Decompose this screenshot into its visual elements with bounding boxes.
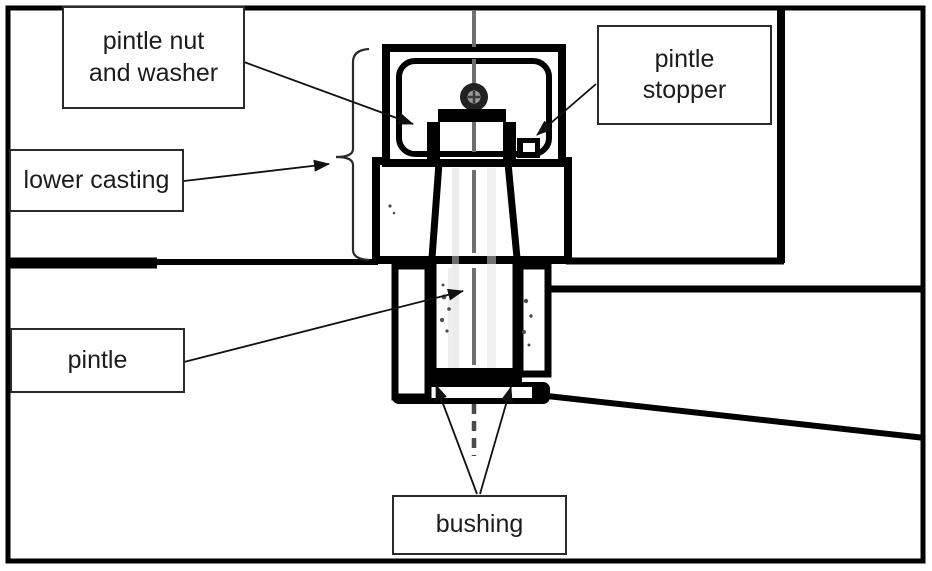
label-bushing: bushing	[392, 495, 567, 555]
leader-pintle	[183, 288, 464, 363]
pintle-stopper-part	[517, 138, 540, 158]
shaft-texture	[448, 168, 496, 368]
leader-pintle-stopper	[536, 83, 597, 136]
leader-lower-casting	[183, 159, 330, 182]
lower-casting-brace	[335, 47, 370, 262]
pintle-shaft	[428, 162, 521, 372]
frame-border	[5, 5, 926, 564]
gudgeon-bracket	[391, 262, 552, 404]
left-bushing	[391, 262, 432, 401]
leader-arrows	[183, 61, 597, 495]
leader-pintle-nut	[243, 61, 414, 125]
label-pintle-stopper-text: pintle stopper	[642, 44, 727, 105]
pintle-nut-assembly	[427, 83, 516, 159]
label-pintle-nut-washer-text: pintle nut and washer	[88, 27, 219, 87]
bracket-right-leg	[503, 122, 516, 159]
label-pintle-nut-washer: pintle nut and washer	[62, 6, 245, 109]
right-bushing	[516, 262, 552, 378]
label-bushing-text: bushing	[435, 510, 524, 539]
skeg-diagonal-line	[546, 393, 926, 441]
pintle-foot	[426, 368, 522, 384]
hull-structure-lines	[10, 8, 926, 441]
washer-bar	[438, 109, 506, 122]
label-pintle: pintle	[10, 328, 185, 393]
leader-bushing-right	[479, 386, 513, 495]
leader-bushing-left	[435, 384, 478, 495]
label-lower-casting: lower casting	[9, 149, 184, 212]
label-pintle-text: pintle	[67, 345, 128, 374]
label-pintle-stopper: pintle stopper	[597, 25, 772, 125]
speckle-texture	[388, 204, 533, 347]
bracket-left-leg	[427, 122, 440, 159]
label-lower-casting-text: lower casting	[23, 165, 170, 194]
